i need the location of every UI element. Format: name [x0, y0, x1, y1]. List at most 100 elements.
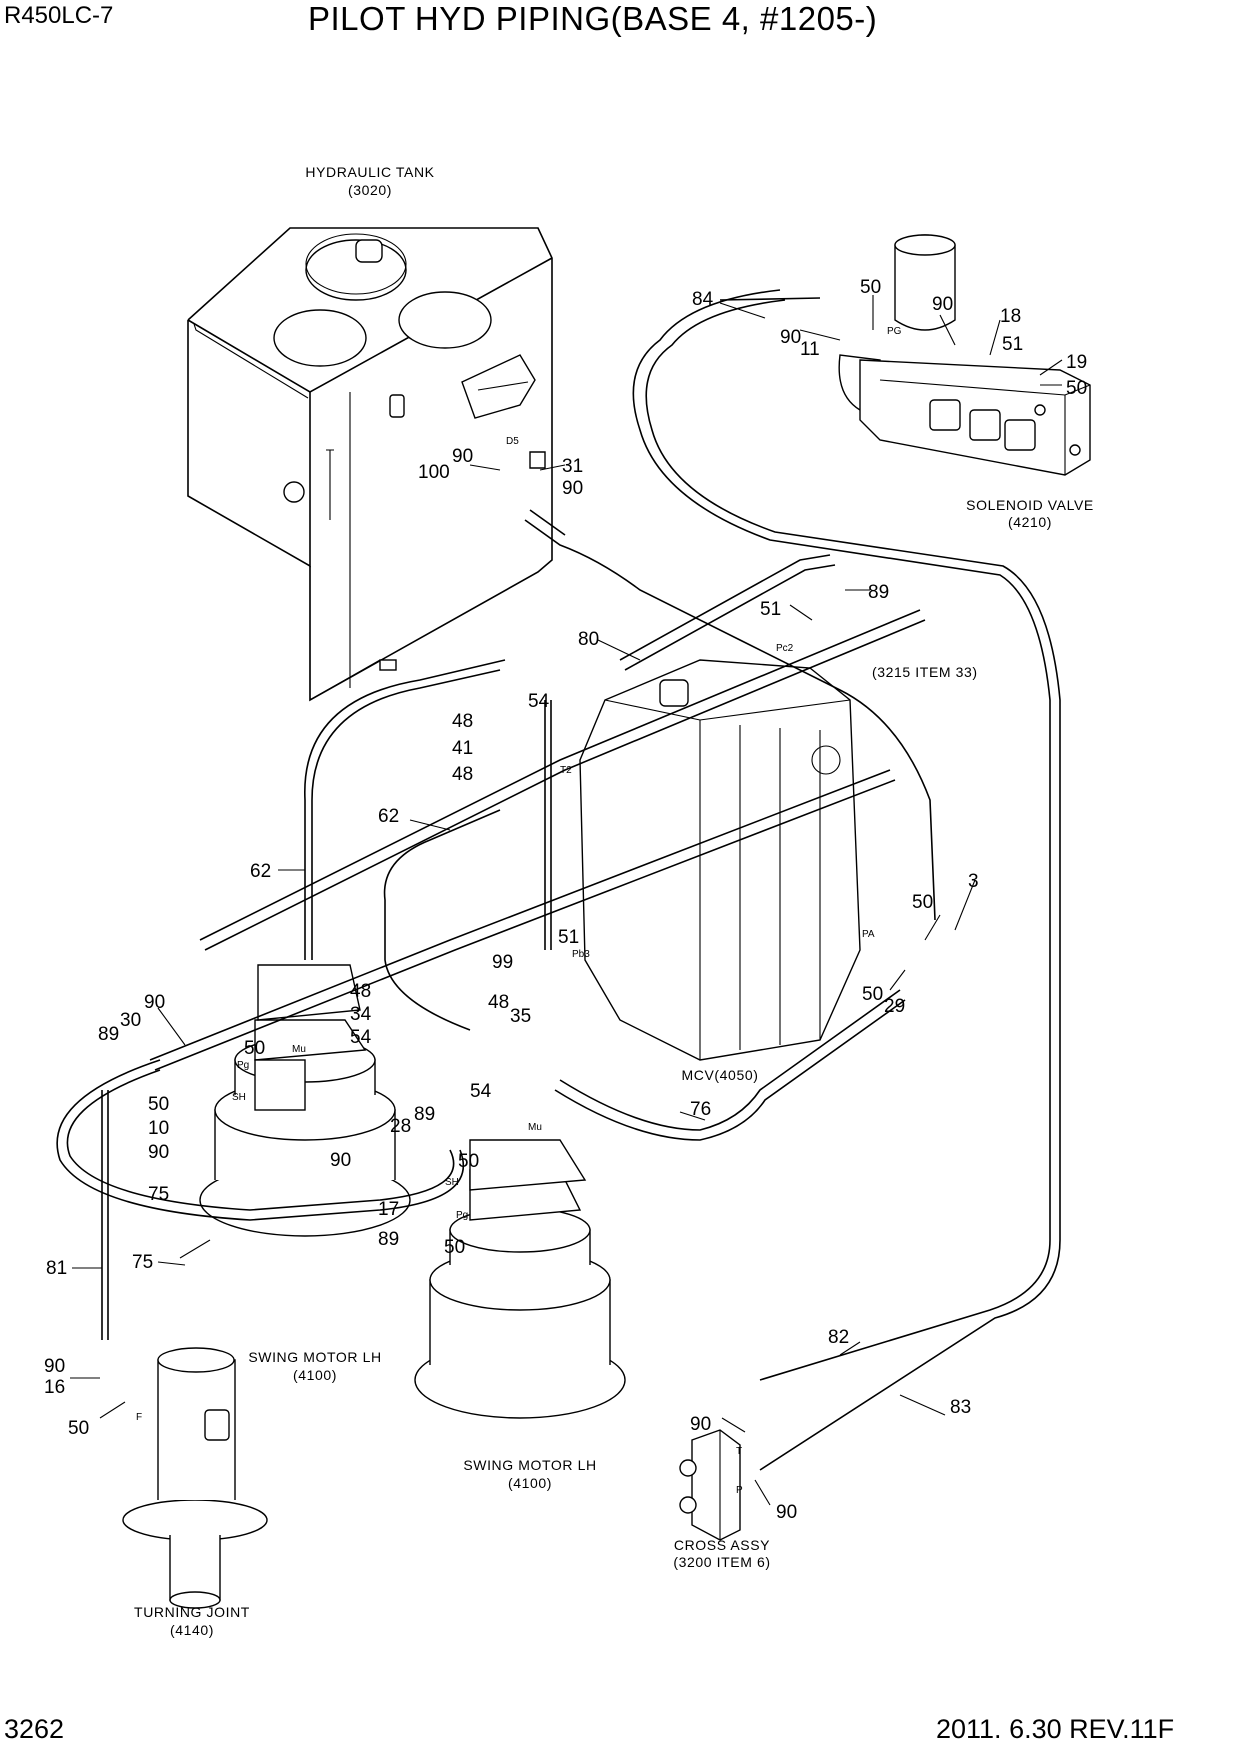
callout-90-i: 90 — [776, 1502, 797, 1523]
solenoid-valve-ref: (4210) — [1008, 514, 1052, 530]
callout-50-f: 50 — [148, 1094, 169, 1115]
callout-31: 31 — [562, 456, 583, 477]
cross-assy-ref: (3200 ITEM 6) — [673, 1554, 770, 1570]
callout-89-b: 89 — [98, 1024, 119, 1045]
callout-leaders — [70, 295, 1063, 1506]
callout-35: 35 — [510, 1006, 531, 1027]
callout-50-e: 50 — [244, 1038, 265, 1059]
turning-joint-ref: (4140) — [170, 1622, 214, 1638]
port-t2: T2 — [560, 765, 572, 776]
callout-28: 28 — [390, 1116, 411, 1137]
swing-motor-1 — [199, 964, 411, 1237]
callout-54-c: 54 — [470, 1081, 492, 1102]
callout-30: 30 — [120, 1010, 141, 1031]
callout-10: 10 — [148, 1118, 169, 1139]
hydraulic-tank-label: HYDRAULIC TANK — [305, 164, 434, 180]
callout-90-b: 90 — [780, 327, 801, 348]
callout-62-a: 62 — [378, 806, 399, 827]
callout-90-g: 90 — [330, 1150, 351, 1171]
port-d5: D5 — [506, 436, 519, 447]
callout-81: 81 — [46, 1258, 67, 1279]
model-number: R450LC-7 — [4, 2, 114, 29]
callout-17: 17 — [378, 1199, 399, 1220]
turning-joint — [122, 1347, 268, 1609]
callout-51-b: 51 — [760, 599, 781, 620]
hoses-and-pipes — [56, 289, 1061, 1471]
port-mu-1: Mu — [292, 1044, 306, 1055]
swing-motor-2 — [414, 1139, 626, 1419]
callout-51-a: 51 — [1002, 334, 1023, 355]
port-pc2: Pc2 — [776, 643, 794, 654]
port-sh-1: SH — [232, 1092, 246, 1103]
callout-54-a: 54 — [528, 691, 550, 712]
solenoid-valve-label: SOLENOID VALVE — [966, 497, 1094, 513]
callout-29: 29 — [884, 996, 905, 1017]
callout-90-h: 90 — [690, 1414, 711, 1435]
turning-joint-label: TURNING JOINT — [134, 1604, 250, 1620]
callout-50-i: 50 — [68, 1418, 89, 1439]
port-pg-1: Pg — [237, 1060, 249, 1071]
callout-50-d: 50 — [862, 984, 883, 1005]
callout-90-d: 90 — [562, 478, 583, 499]
callout-84: 84 — [692, 289, 714, 310]
callout-90-j: 90 — [44, 1356, 65, 1377]
port-t: T — [736, 1446, 742, 1457]
mcv-label: MCV(4050) — [682, 1067, 759, 1083]
callout-41: 41 — [452, 738, 473, 759]
port-pg-top: PG — [887, 326, 902, 337]
callout-11: 11 — [800, 339, 820, 360]
swing-motor-1-label: SWING MOTOR LH — [248, 1349, 381, 1365]
page-number: 3262 — [4, 1714, 65, 1744]
callout-90-e: 90 — [144, 992, 165, 1013]
hydraulic-tank — [187, 227, 553, 702]
port-pa: PA — [862, 929, 875, 940]
callout-90-f: 90 — [148, 1142, 169, 1163]
callout-83: 83 — [950, 1397, 971, 1418]
callout-80: 80 — [578, 629, 599, 650]
port-p: P — [736, 1485, 743, 1496]
callout-50-g: 50 — [458, 1151, 479, 1172]
port-sh-2: SH — [445, 1177, 459, 1188]
callout-100: 100 — [418, 462, 450, 483]
callout-50-b: 50 — [1066, 378, 1087, 399]
port-pb3: Pb3 — [572, 949, 590, 960]
callout-50-c: 50 — [912, 892, 933, 913]
item-ref-label: (3215 ITEM 33) — [872, 664, 978, 680]
swing-motor-2-label: SWING MOTOR LH — [463, 1457, 596, 1473]
callout-89-c: 89 — [414, 1104, 435, 1125]
callout-48-a: 48 — [452, 711, 473, 732]
callout-16: 16 — [44, 1377, 65, 1398]
port-mu-2: Mu — [528, 1122, 542, 1133]
callout-18: 18 — [1000, 306, 1021, 327]
swing-motor-1-ref: (4100) — [293, 1367, 337, 1383]
swing-motor-2-ref: (4100) — [508, 1475, 552, 1491]
callout-99: 99 — [492, 952, 513, 973]
callout-89-a: 89 — [868, 582, 889, 603]
callout-89-d: 89 — [378, 1229, 399, 1250]
callout-3: 3 — [968, 871, 979, 892]
port-f: F — [136, 1412, 142, 1423]
callout-62-b: 62 — [250, 861, 271, 882]
callout-48-c: 48 — [350, 981, 371, 1002]
callout-90-a: 90 — [932, 294, 953, 315]
callout-54-b: 54 — [350, 1027, 372, 1048]
port-pg-2: Pg — [456, 1210, 468, 1221]
hydraulic-tank-ref: (3020) — [348, 182, 392, 198]
main-control-valve — [579, 659, 861, 1061]
callout-75-b: 75 — [132, 1252, 153, 1273]
callout-34: 34 — [350, 1004, 372, 1025]
callout-48-d: 48 — [488, 992, 509, 1013]
callout-51-c: 51 — [558, 927, 579, 948]
callout-75-a: 75 — [148, 1184, 169, 1205]
callout-50-a: 50 — [860, 277, 881, 298]
diagram-title: PILOT HYD PIPING(BASE 4, #1205-) — [308, 0, 878, 37]
callout-82: 82 — [828, 1327, 849, 1348]
solenoid-valve — [838, 234, 1091, 476]
callout-19: 19 — [1066, 352, 1087, 373]
cross-assy-label: CROSS ASSY — [674, 1537, 770, 1553]
callout-90-c: 90 — [452, 446, 473, 467]
callout-48-b: 48 — [452, 764, 473, 785]
revision-date: 2011. 6.30 REV.11F — [936, 1714, 1175, 1744]
cross-assy — [679, 1429, 741, 1541]
